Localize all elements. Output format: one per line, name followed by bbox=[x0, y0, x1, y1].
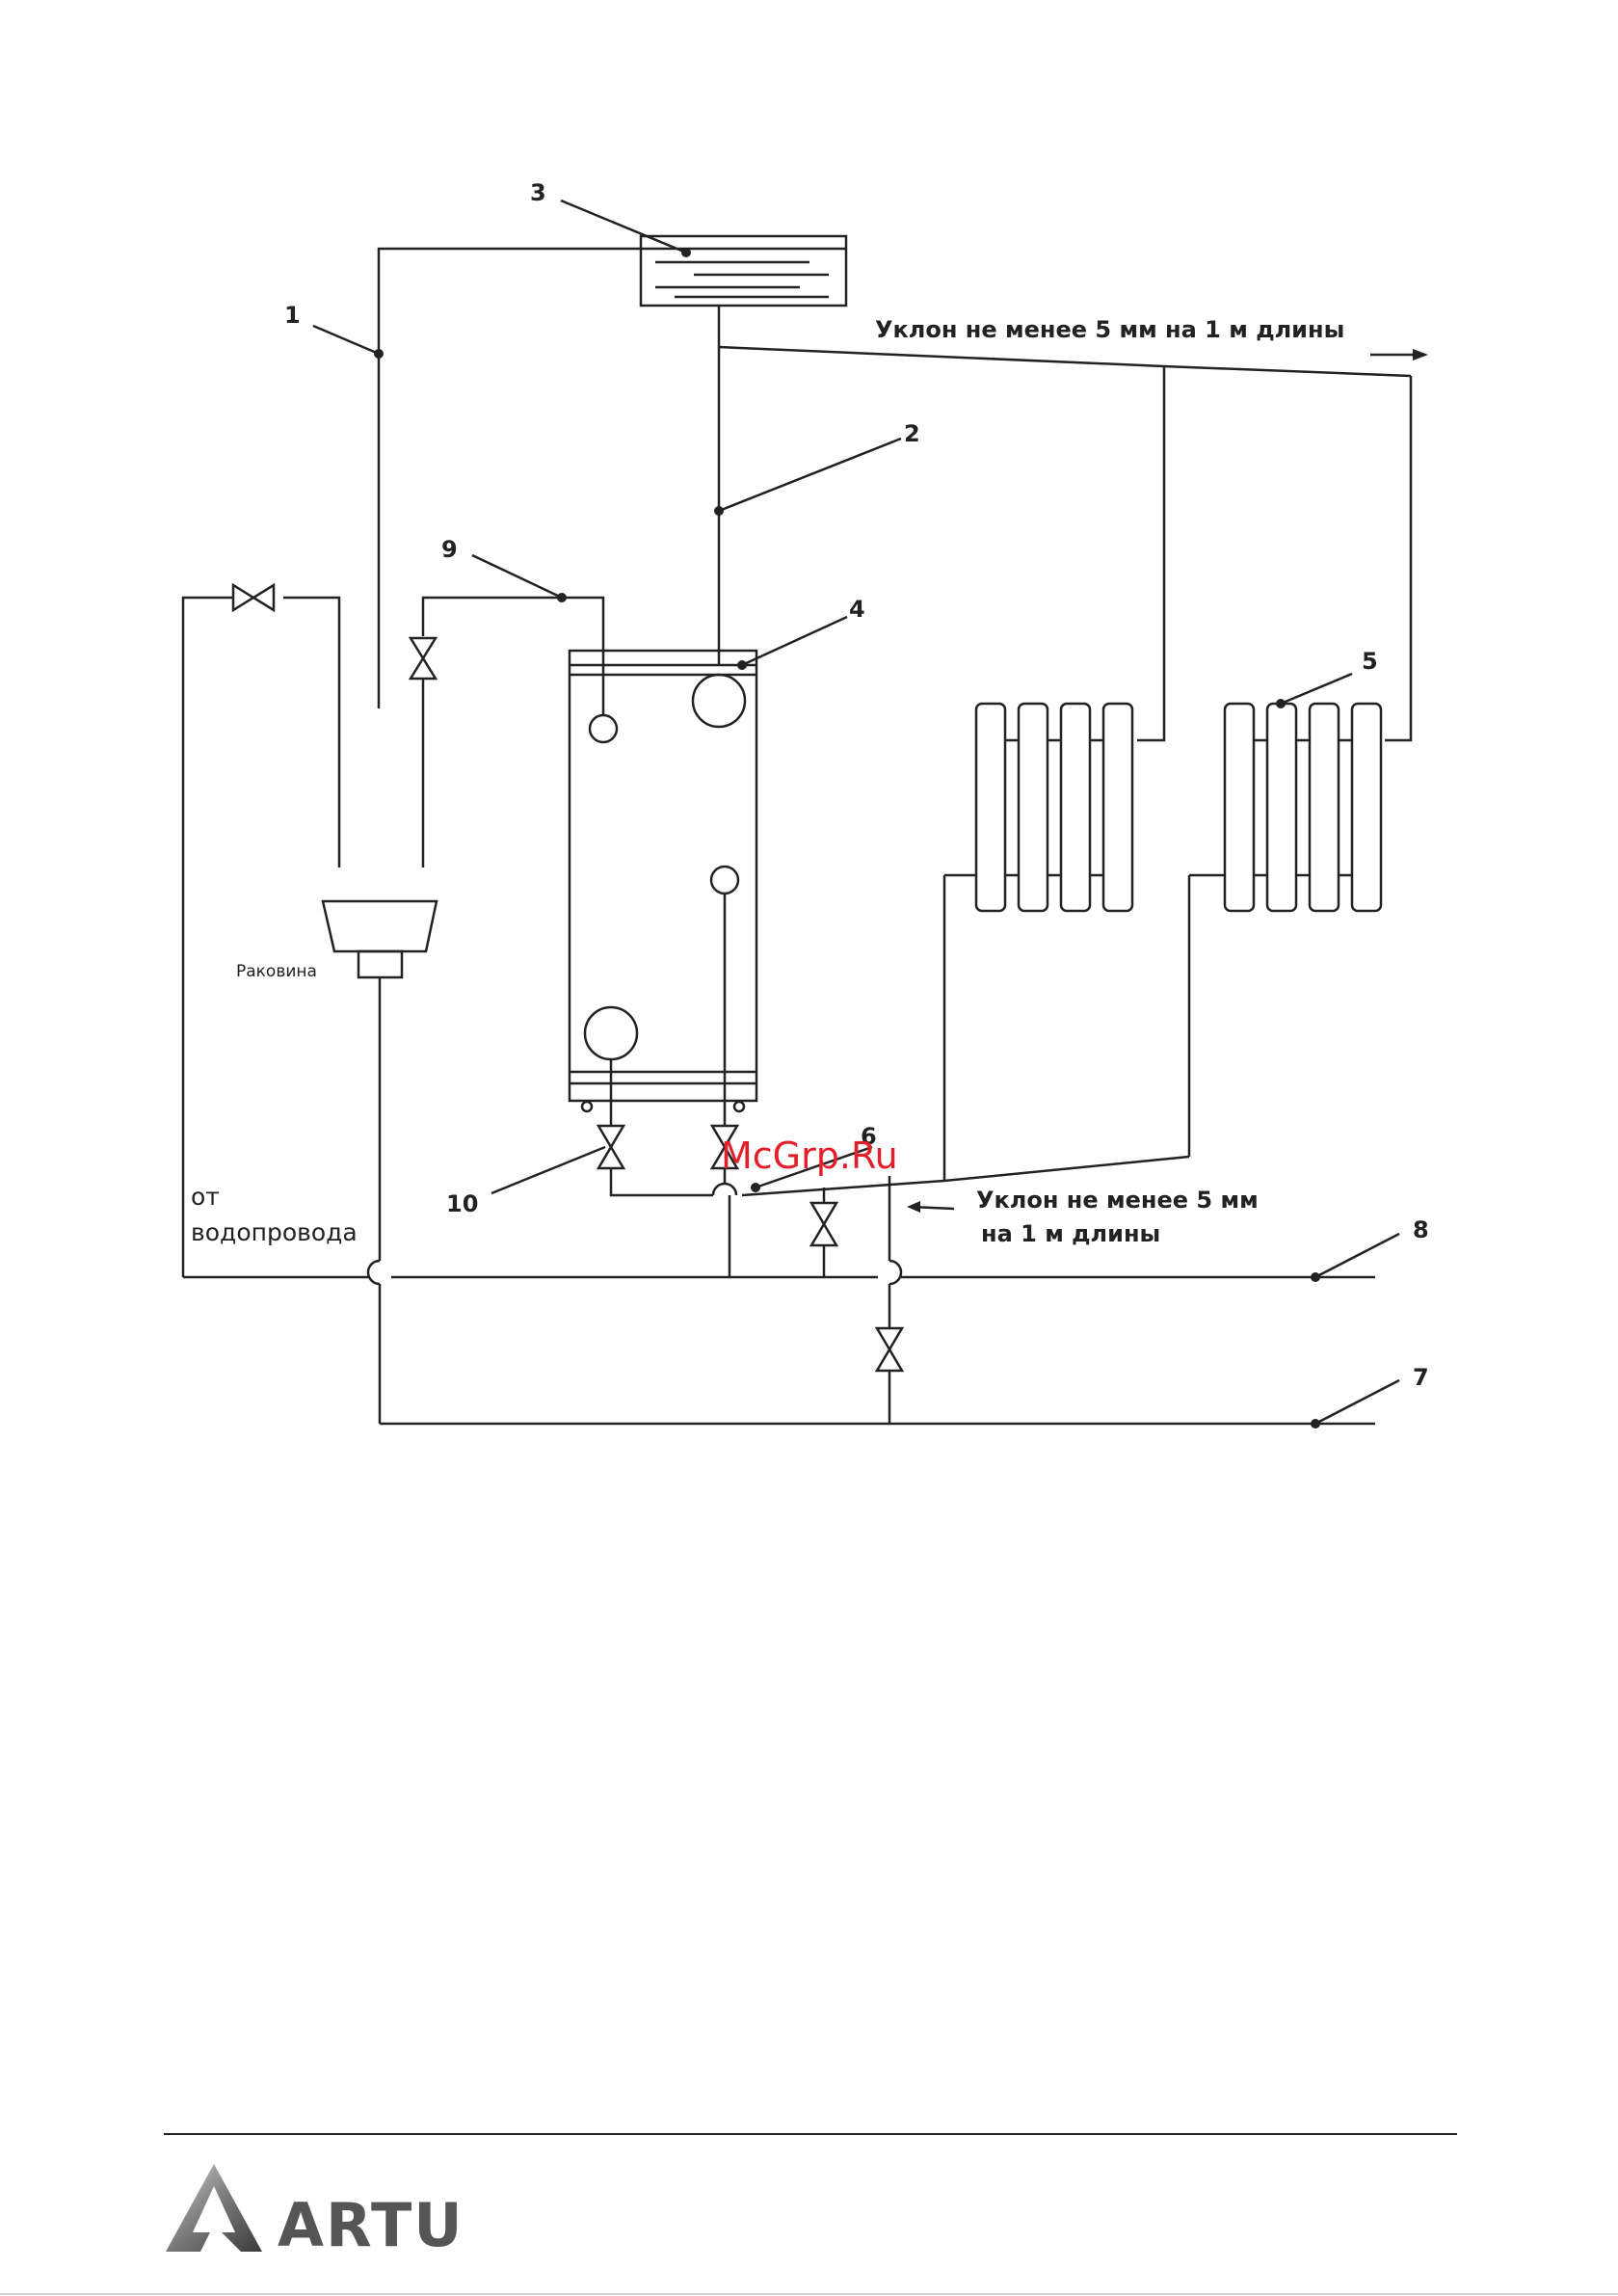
label-4: 4 bbox=[849, 596, 865, 623]
slope-note-top: Уклон не менее 5 мм на 1 м длины bbox=[875, 316, 1344, 343]
radiator-1 bbox=[944, 704, 1132, 911]
triangle-logo-icon bbox=[166, 2164, 262, 2252]
sink-label: Раковина bbox=[236, 962, 317, 981]
main-valve bbox=[877, 1328, 902, 1371]
label-2: 2 bbox=[904, 420, 920, 447]
label-1: 1 bbox=[284, 302, 301, 329]
label-5: 5 bbox=[1362, 648, 1378, 675]
label-3: 3 bbox=[530, 179, 546, 206]
label-8: 8 bbox=[1413, 1216, 1429, 1243]
label-10: 10 bbox=[446, 1190, 478, 1217]
supply-main bbox=[719, 347, 1411, 376]
sink bbox=[323, 901, 437, 977]
radiator-2 bbox=[1189, 704, 1381, 911]
label-9: 9 bbox=[441, 536, 458, 563]
slope-note-bottom-line2: на 1 м длины bbox=[981, 1220, 1160, 1247]
water-supply-label-line1: от bbox=[191, 1183, 220, 1211]
label-7: 7 bbox=[1413, 1364, 1429, 1391]
water-supply-label-line2: водопровода bbox=[191, 1218, 358, 1246]
slope-note-bottom-line1: Уклон не менее 5 мм bbox=[976, 1187, 1259, 1214]
brand-logo: ARTU bbox=[166, 2164, 464, 2260]
bypass-valve bbox=[811, 1203, 836, 1245]
boiler bbox=[570, 651, 756, 1111]
watermark: McGrp.Ru bbox=[721, 1135, 898, 1177]
brand-name: ARTU bbox=[278, 2190, 464, 2260]
cold-water-valve bbox=[233, 585, 274, 610]
hot-water-valve bbox=[411, 638, 436, 679]
overflow-pipe bbox=[379, 249, 641, 708]
